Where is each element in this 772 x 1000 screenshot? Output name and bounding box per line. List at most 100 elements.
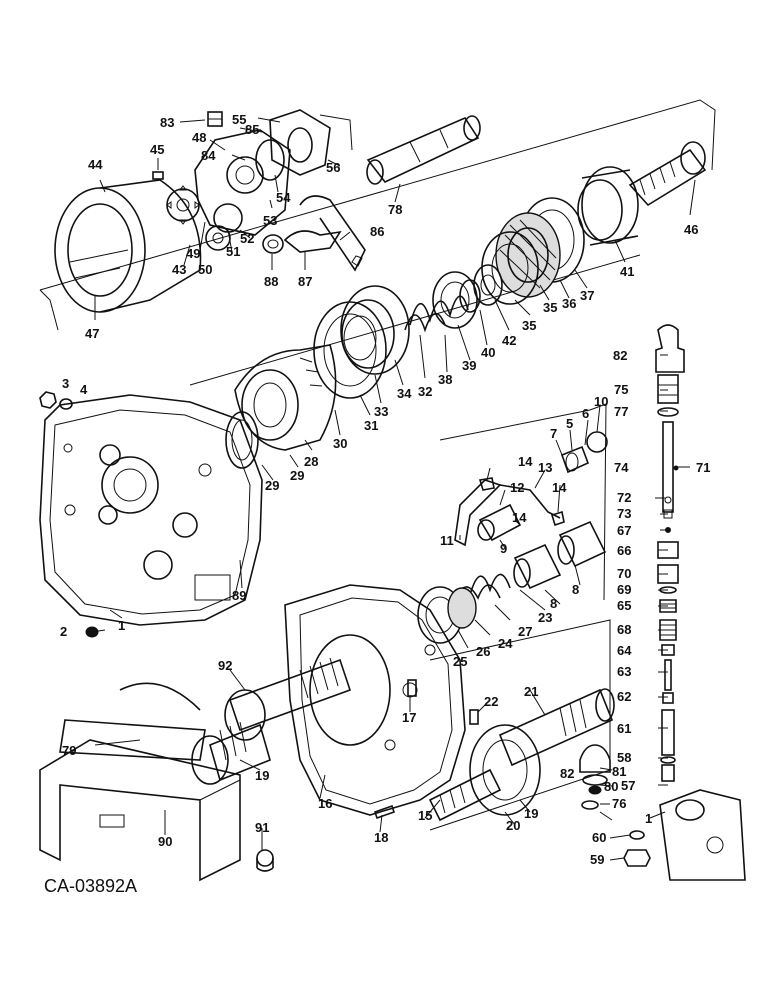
callout-33: 33: [374, 404, 388, 419]
callout-79: 79: [62, 743, 76, 758]
callout-1a: 1: [645, 811, 652, 826]
tube-86: [299, 195, 366, 272]
callout-21: 21: [524, 684, 538, 699]
callout-48: 48: [192, 130, 206, 145]
callout-74: 74: [614, 460, 629, 475]
callout-67: 67: [617, 523, 631, 538]
callout-8b: 8: [550, 596, 557, 611]
callout-5: 5: [566, 416, 573, 431]
valve-group-outline: [439, 403, 607, 601]
callout-68: 68: [617, 622, 631, 637]
callout-61: 61: [617, 721, 631, 736]
callout-39: 39: [462, 358, 476, 373]
clutch-housing-30: [234, 344, 337, 451]
callout-22: 22: [484, 694, 498, 709]
callout-37: 37: [580, 288, 594, 303]
callout-88: 88: [264, 274, 278, 289]
pump-cover-55: [255, 109, 331, 181]
main-housing-89: [39, 394, 263, 626]
callout-84: 84: [201, 148, 216, 163]
callout-64: 64: [617, 643, 632, 658]
callout-53: 53: [263, 213, 277, 228]
seal-31: [313, 301, 387, 399]
callout-62: 62: [617, 689, 631, 704]
callout-85: 85: [245, 122, 259, 137]
springs-27-24: [417, 573, 511, 644]
callout-41: 41: [620, 264, 634, 279]
spool-9-8: [513, 520, 607, 590]
guard-90: [39, 739, 241, 882]
callout-57: 57: [621, 778, 635, 793]
callout-10: 10: [594, 394, 608, 409]
plug-83: [207, 111, 223, 127]
snap-ring-29: [225, 411, 259, 469]
callout-9: 9: [500, 541, 507, 556]
spring-38: [404, 295, 469, 333]
drawing-code: CA-03892A: [44, 876, 137, 896]
callout-23: 23: [538, 610, 552, 625]
callout-18: 18: [374, 830, 388, 845]
output-shaft-21: [498, 688, 615, 767]
housing-corner-1: [659, 789, 746, 881]
cover-plate-79: [59, 682, 206, 761]
callout-16: 16: [318, 796, 332, 811]
callout-60: 60: [592, 830, 606, 845]
gear-49: [166, 185, 200, 225]
clutch-disc-36: [495, 212, 561, 298]
callout-25: 25: [453, 654, 467, 669]
clamp-87: [283, 230, 342, 253]
callout-3: 3: [62, 376, 69, 391]
callout-59: 59: [590, 852, 604, 867]
callout-11: 11: [440, 533, 454, 548]
callout-72: 72: [617, 490, 631, 505]
callout-20: 20: [506, 818, 520, 833]
callout-34: 34: [397, 386, 412, 401]
callout-65: 65: [617, 598, 631, 613]
callout-43: 43: [172, 262, 186, 277]
shaft-group-outline: [429, 619, 611, 831]
plate-35: [481, 231, 539, 305]
callout-86: 86: [370, 224, 384, 239]
callout-54: 54: [276, 190, 291, 205]
callout-49: 49: [186, 246, 200, 261]
callout-15: 15: [418, 808, 432, 823]
callout-78: 78: [388, 202, 402, 217]
callout-29a: 29: [290, 468, 304, 483]
shaft-78: [366, 115, 481, 185]
bushing-91: [256, 849, 274, 872]
spool-5: [560, 445, 590, 474]
shaft-92: [224, 657, 352, 741]
plug-59-60: [623, 830, 651, 867]
callout-14c: 14: [512, 510, 527, 525]
valve-stack: [655, 324, 685, 782]
drum-41: [577, 166, 639, 246]
callout-47: 47: [85, 326, 99, 341]
callout-80: 80: [604, 779, 618, 794]
callout-24: 24: [498, 636, 513, 651]
callout-55: 55: [232, 112, 246, 127]
callout-69: 69: [617, 582, 631, 597]
callout-6: 6: [582, 406, 589, 421]
callout-29b: 29: [265, 478, 279, 493]
callout-76: 76: [612, 796, 626, 811]
callout-32: 32: [418, 384, 432, 399]
callout-42: 42: [502, 333, 516, 348]
callout-12: 12: [510, 480, 524, 495]
callout-50: 50: [198, 262, 212, 277]
callout-89: 89: [232, 588, 246, 603]
callout-4: 4: [80, 382, 88, 397]
callout-44: 44: [88, 157, 103, 172]
callout-2: 2: [60, 624, 67, 639]
callout-13: 13: [538, 460, 552, 475]
callout-58: 58: [617, 750, 631, 765]
callout-81: 81: [612, 764, 626, 779]
callout-45: 45: [150, 142, 164, 157]
pin-18: [373, 804, 396, 820]
upper-group-outline: [39, 99, 716, 386]
callout-70: 70: [617, 566, 631, 581]
callout-14a: 14: [518, 454, 533, 469]
callout-17: 17: [402, 710, 416, 725]
callout-56: 56: [326, 160, 340, 175]
callout-8a: 8: [572, 582, 579, 597]
